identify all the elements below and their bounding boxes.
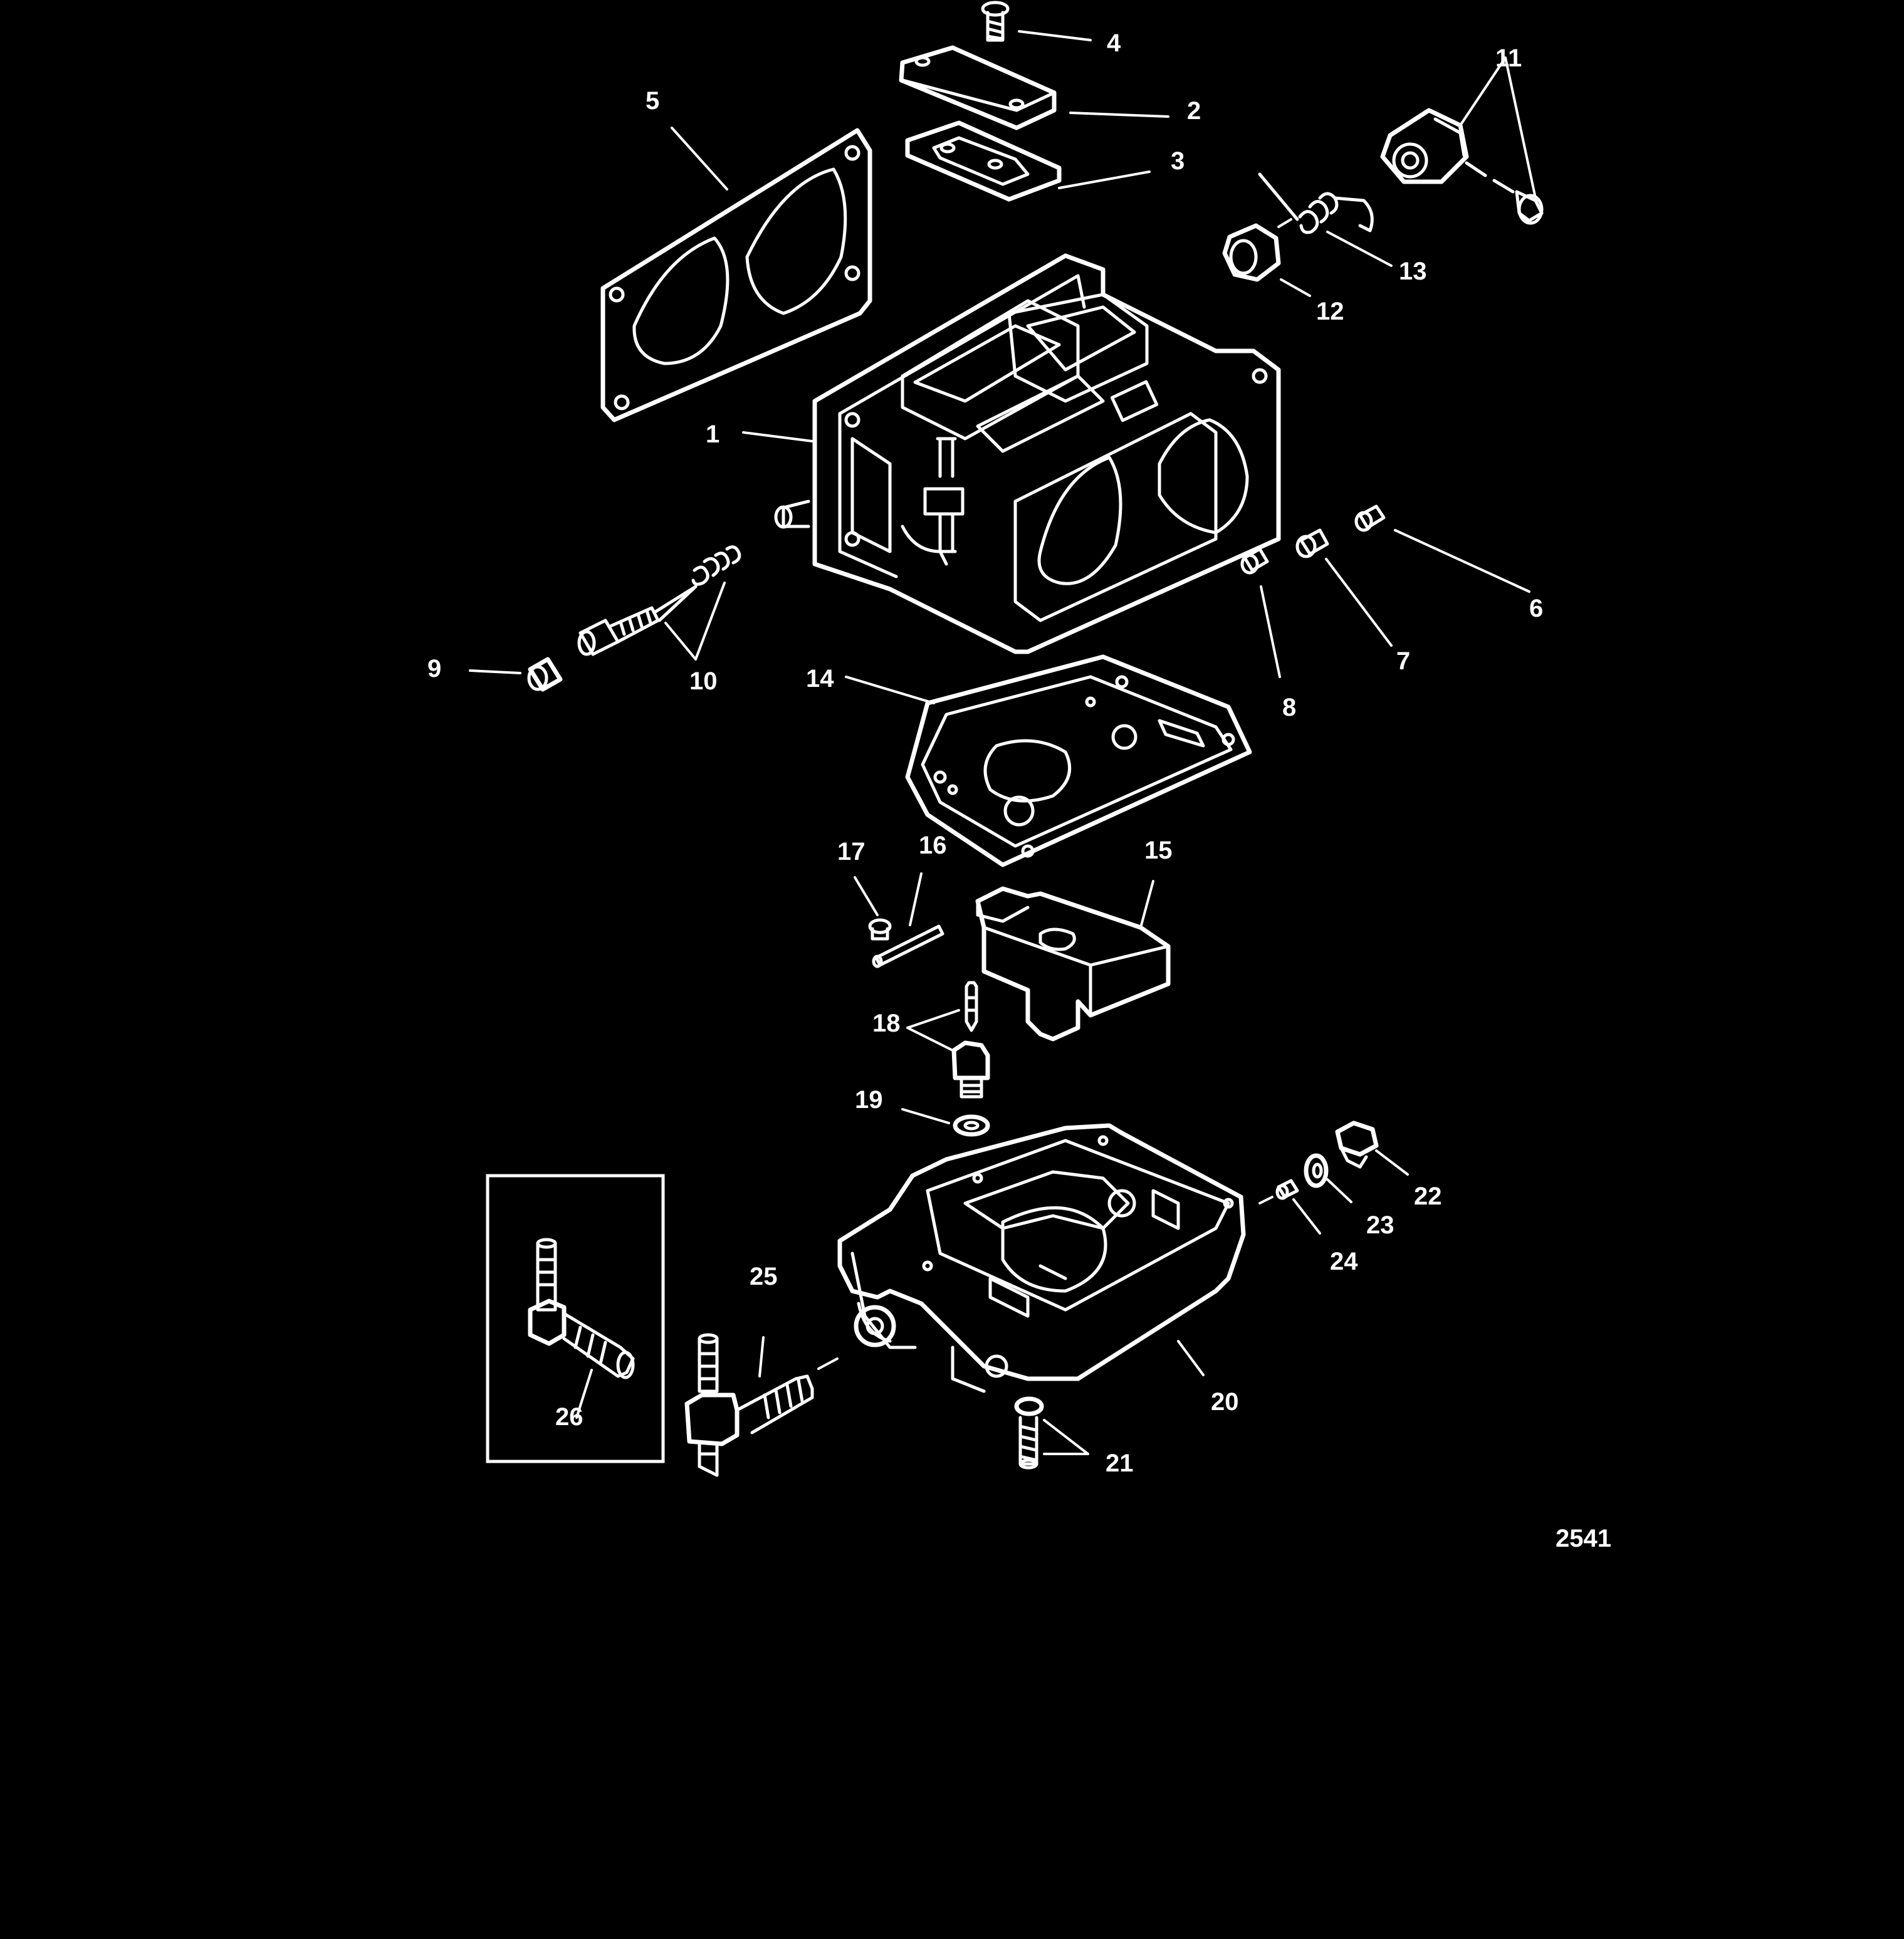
part-3-gasket: [905, 120, 1062, 202]
part-6-jet: [1354, 504, 1386, 532]
leader-lines: [469, 30, 1537, 1455]
callout-13: 13: [1399, 258, 1427, 285]
part-22-drain-plug: [1335, 1121, 1379, 1169]
part-25-fuel-fitting: [684, 1333, 839, 1477]
callout-8: 8: [1282, 694, 1296, 721]
callout-20: 20: [1211, 1388, 1239, 1416]
callout-6: 6: [1529, 595, 1543, 622]
callout-22: 22: [1414, 1183, 1442, 1210]
part-5-flange-gasket: [600, 128, 872, 422]
callout-17: 17: [837, 838, 866, 865]
callout-15: 15: [1144, 837, 1173, 864]
callout-21: 21: [1106, 1450, 1134, 1477]
part-4-screw: [981, 1, 1010, 42]
part-17-screw: [868, 918, 892, 941]
part-16-pin: [872, 924, 944, 968]
part-1-carburetor-body: [774, 253, 1281, 654]
part-2-cover-plate: [899, 45, 1057, 130]
callout-24: 24: [1330, 1248, 1358, 1275]
part-20-float-bowl: [837, 1123, 1246, 1393]
part-7-jet: [1295, 528, 1329, 558]
callout-10: 10: [689, 667, 718, 695]
callout-2: 2: [1187, 97, 1201, 125]
part-24-jet: [1258, 1179, 1299, 1205]
callout-18: 18: [872, 1010, 901, 1037]
part-8-jet: [1240, 547, 1269, 575]
callout-3: 3: [1171, 147, 1185, 175]
callout-9: 9: [427, 655, 441, 682]
part-10-mixture-screw: [577, 545, 741, 656]
callout-14: 14: [806, 665, 834, 692]
part-9-cap: [527, 657, 563, 692]
part-12-bushing: [1222, 223, 1281, 282]
callout-12: 12: [1316, 298, 1344, 325]
part-26-fuel-fitting: [528, 1238, 635, 1379]
callout-23: 23: [1366, 1211, 1394, 1239]
callout-1: 1: [706, 421, 719, 448]
part-23-washer: [1304, 1153, 1329, 1188]
callout-4: 4: [1107, 29, 1121, 57]
callout-labels: 4 2 3 5 11 13 12 1 6 7 8 9 10 14 15 16 1…: [427, 29, 1611, 1552]
part-19-washer: [953, 1114, 990, 1137]
inset-box: [486, 1174, 665, 1463]
part-15-float: [975, 886, 1171, 1042]
part-13-spring: [1258, 172, 1374, 234]
part-11-choke-assembly: [1380, 108, 1544, 225]
callout-26: 26: [555, 1403, 583, 1431]
callout-19: 19: [855, 1086, 883, 1114]
part-21-screw-washer: [1014, 1396, 1044, 1470]
callout-25: 25: [750, 1263, 778, 1290]
figure-number: 2541: [1556, 1525, 1611, 1552]
callout-7: 7: [1396, 647, 1410, 675]
callout-5: 5: [646, 87, 659, 115]
part-14-gasket: [905, 654, 1252, 867]
part-18-needle-and-seat: [951, 981, 990, 1099]
callout-11: 11: [1495, 44, 1522, 72]
callout-16: 16: [919, 832, 947, 859]
